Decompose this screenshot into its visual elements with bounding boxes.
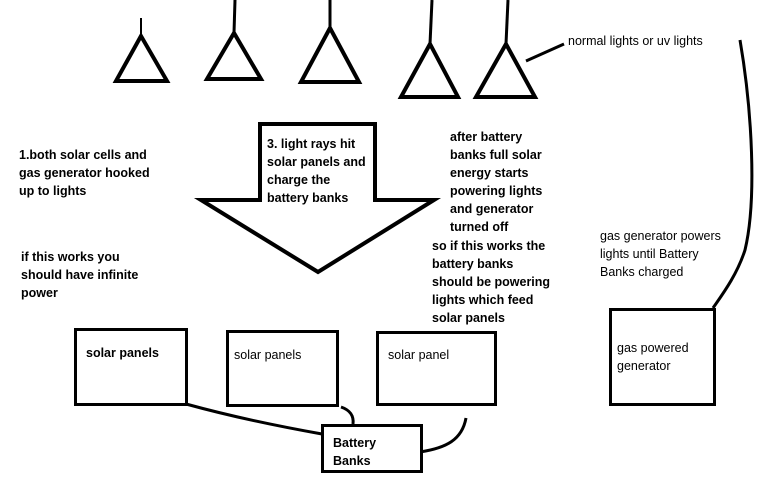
solar-panel-3: solar panel [376, 331, 497, 406]
battery-full-note: after battery banks full solar energy st… [450, 130, 543, 234]
lamp-4-icon [397, 39, 462, 99]
gas-generator: gas powered generator [609, 308, 716, 406]
lamp-4-cord [428, 0, 434, 45]
lamp-5-cord [504, 0, 510, 45]
lamp-3-icon [297, 23, 363, 84]
feedback-note: so if this works the battery banks shoul… [432, 239, 551, 325]
panel-2-wire [340, 405, 355, 425]
step-1-note: 1.both solar cells and gas generator hoo… [19, 148, 150, 198]
battery-banks-label: Battery Banks [333, 436, 377, 468]
infinite-power-note: if this works you should have infinite p… [21, 250, 139, 300]
lamp-5-icon [472, 39, 539, 99]
big-down-arrow [193, 122, 442, 275]
lights-label-pointer [525, 42, 565, 63]
battery-banks: Battery Banks [321, 424, 423, 473]
lamp-2-icon [203, 29, 265, 81]
generator-wire [711, 39, 754, 309]
step-3-note: 3. light rays hit solar panels and charg… [267, 137, 366, 205]
solar-panel-1: solar panels [74, 328, 188, 406]
gas-generator-label: gas powered generator [617, 341, 689, 373]
solar-panel-1-label: solar panels [86, 346, 159, 360]
lamp-1-icon [112, 31, 171, 83]
solar-panel-3-label: solar panel [388, 348, 450, 362]
lamp-2-cord [232, 0, 237, 34]
solar-panel-2: solar panels [226, 330, 339, 407]
panel-1-wire [185, 402, 323, 436]
panel-3-wire [419, 417, 468, 454]
lights-label: normal lights or uv lights [568, 34, 703, 48]
solar-panel-2-label: solar panels [234, 348, 302, 362]
generator-note: gas generator powers lights until Batter… [600, 229, 721, 279]
